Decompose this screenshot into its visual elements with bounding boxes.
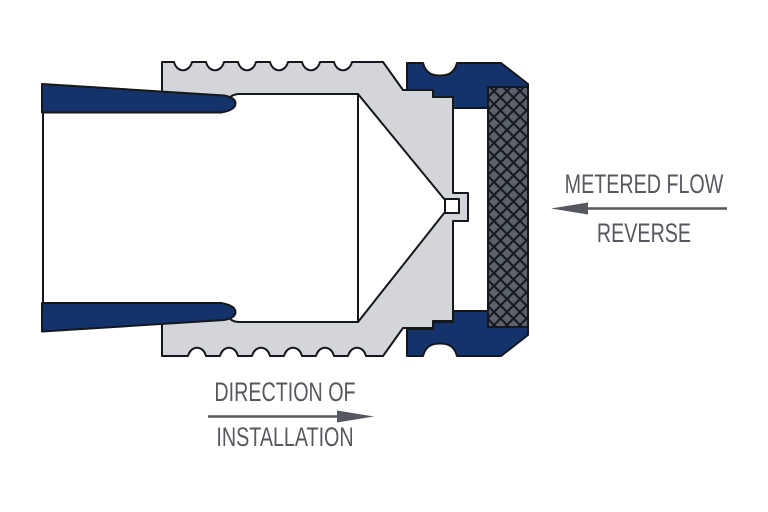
inlet-pipe-lower-wall: [41, 302, 237, 333]
metered-flow-annotation: METERED FLOW REVERSE: [551, 170, 727, 249]
metering-orifice: [444, 198, 460, 214]
internal-chamber: [227, 93, 359, 323]
inlet-pipe-bore: [43, 111, 235, 304]
metered-flow-arrowhead-icon: [551, 202, 588, 215]
installation-label: INSTALLATION: [216, 423, 353, 453]
direction-of-label: DIRECTION OF: [214, 378, 355, 408]
installation-arrowhead-icon: [337, 410, 374, 423]
mesh-screen: [487, 86, 529, 328]
metered-flow-label: METERED FLOW: [565, 170, 724, 200]
installation-annotation: DIRECTION OF INSTALLATION: [208, 378, 374, 453]
reverse-label: REVERSE: [597, 219, 691, 249]
mesh-screen-hatch: [487, 86, 529, 328]
inlet-pipe-upper-wall: [41, 83, 237, 114]
